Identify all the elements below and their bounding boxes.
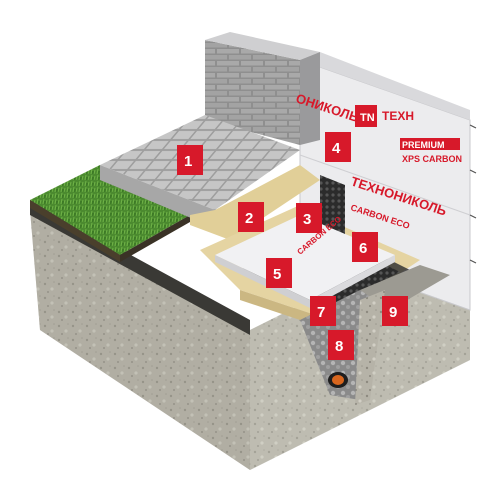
label-badge-3: 3 [296, 203, 322, 233]
label-badge-4: 4 [325, 132, 351, 162]
brand-mark-top: TN ТЕХН PREMIUM XPS CARBON [355, 105, 462, 164]
label-badge-7: 7 [310, 296, 336, 326]
premium-band [400, 138, 460, 150]
logo-letters: TN [360, 112, 375, 124]
label-badge-1-text: 1 [184, 153, 192, 170]
label-badge-8-text: 8 [335, 338, 343, 355]
label-badge-3-text: 3 [303, 211, 311, 228]
premium-label: PREMIUM [402, 140, 445, 150]
label-badge-9-text: 9 [389, 304, 397, 321]
label-badge-6-text: 6 [359, 240, 367, 257]
wall-anchors [469, 124, 477, 264]
logo-square [355, 105, 377, 127]
grass-patch [30, 165, 190, 262]
brick-wall [205, 32, 320, 145]
label-badge-2: 2 [238, 202, 264, 232]
label-badge-6: 6 [352, 232, 378, 262]
label-badge-9: 9 [382, 296, 408, 326]
label-badge-8: 8 [328, 330, 354, 360]
brand-name-top: ТЕХН [382, 109, 414, 123]
label-badge-5: 5 [266, 258, 292, 288]
product-line-label: XPS CARBON [402, 154, 462, 164]
label-badge-7-text: 7 [317, 304, 325, 321]
label-badge-2-text: 2 [245, 210, 253, 227]
label-badge-4-text: 4 [332, 140, 341, 157]
label-badge-5-text: 5 [273, 266, 281, 283]
label-badge-1: 1 [177, 145, 203, 175]
floor-insulation [215, 215, 395, 308]
